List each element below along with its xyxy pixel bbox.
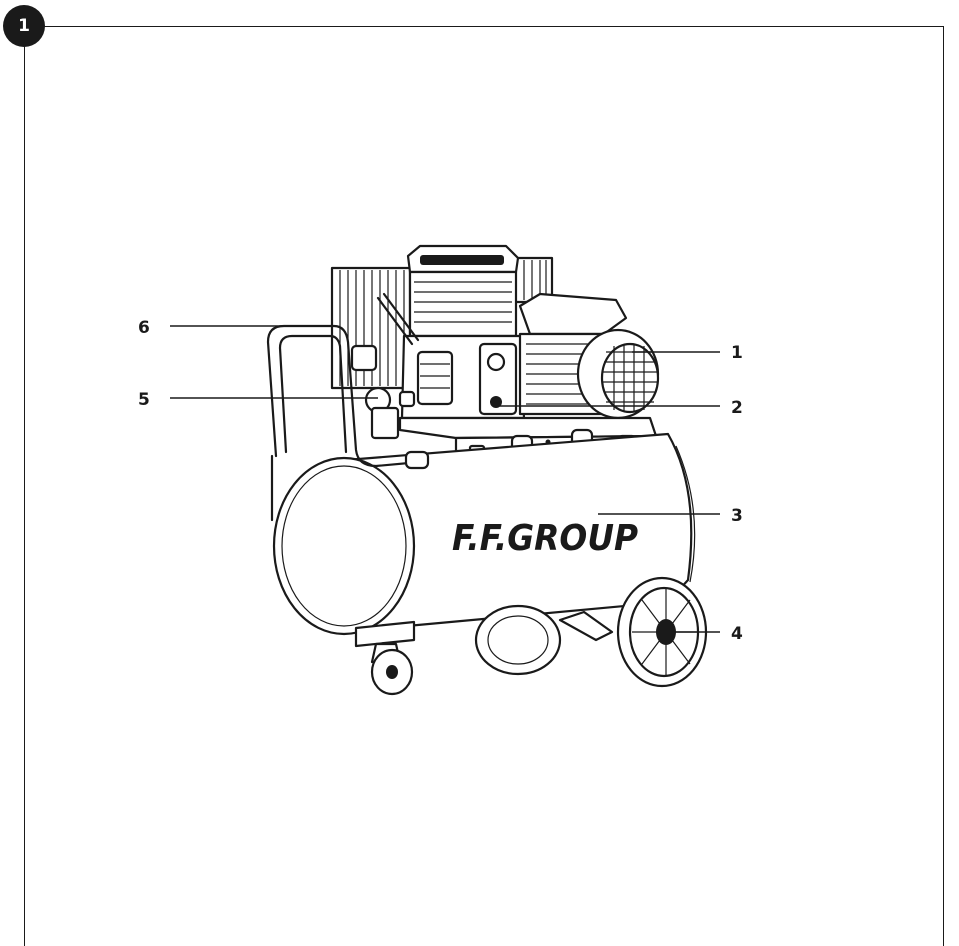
callout-1: 1 bbox=[632, 343, 743, 363]
compressor-illustration: F.F.GROUP bbox=[138, 244, 743, 696]
callout-3: 3 bbox=[598, 506, 743, 526]
callout-label-2: 2 bbox=[731, 398, 743, 418]
callout-label-5: 5 bbox=[138, 390, 150, 410]
air-tank: F.F.GROUP bbox=[272, 432, 696, 636]
callout-4: 4 bbox=[668, 624, 743, 644]
callout-label-3: 3 bbox=[731, 506, 743, 526]
callout-label-1: 1 bbox=[731, 343, 743, 363]
electric-motor bbox=[518, 292, 660, 420]
caster-wheel bbox=[370, 642, 414, 696]
tank-feet bbox=[354, 610, 614, 648]
callout-label-4: 4 bbox=[731, 624, 743, 644]
figure-frame bbox=[24, 26, 944, 946]
pressure-switch bbox=[478, 342, 518, 416]
callout-label-6: 6 bbox=[138, 318, 150, 338]
callout-5: 5 bbox=[138, 390, 378, 410]
figure-number-badge: 1 bbox=[3, 5, 45, 47]
callout-6: 6 bbox=[138, 318, 300, 338]
front-wheel bbox=[616, 576, 708, 688]
rear-wheel bbox=[474, 604, 562, 676]
figure-number: 1 bbox=[18, 16, 30, 36]
callout-2: 2 bbox=[496, 398, 743, 418]
handle bbox=[266, 324, 430, 522]
outlet-valve bbox=[350, 344, 416, 440]
brand-logo: F.F.GROUP bbox=[452, 518, 638, 559]
